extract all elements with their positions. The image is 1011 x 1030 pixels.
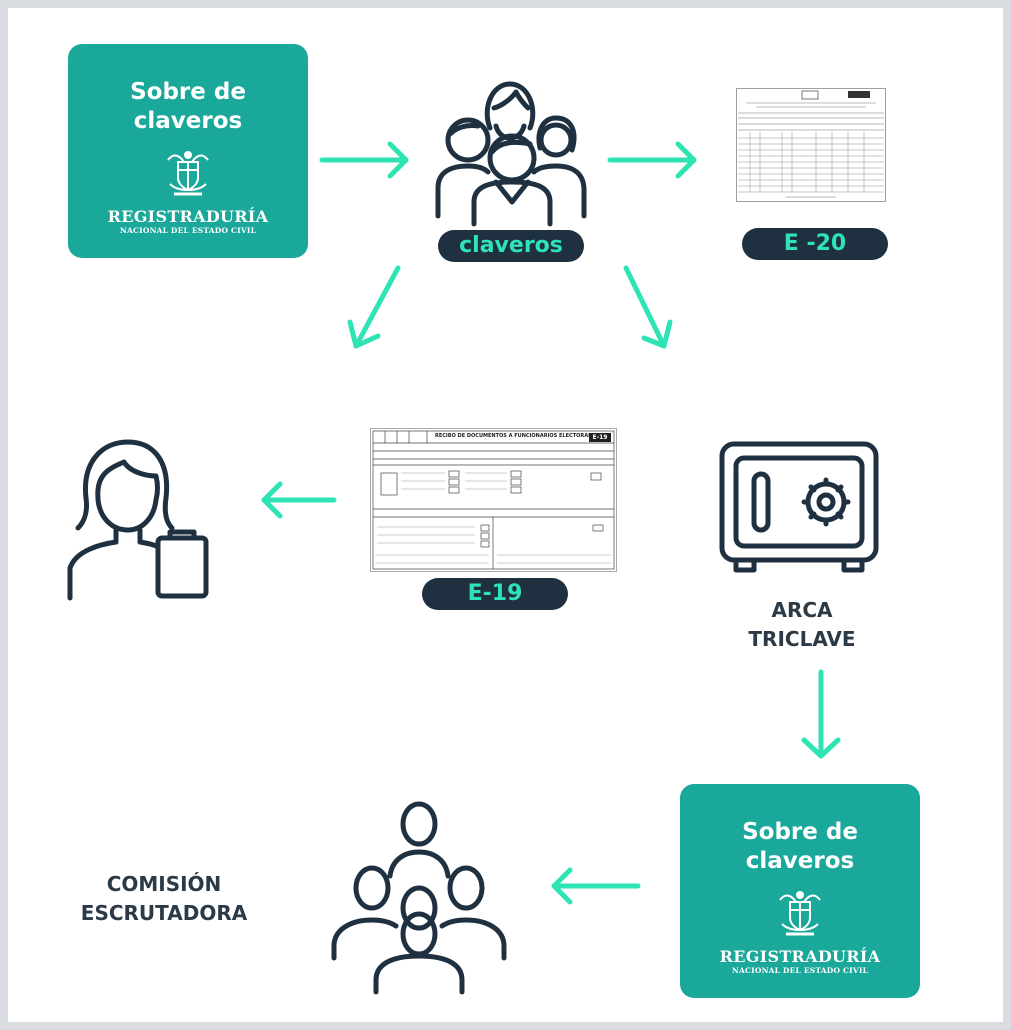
arca-line1: ARCA [771,598,833,622]
arrow-icon [607,141,697,179]
org-subtitle: NACIONAL DEL ESTADO CIVIL [731,966,869,975]
document-icon [736,88,886,202]
e20-pill: E -20 [742,228,888,260]
comision-escrutadora-label: COMISIÓN ESCRUTADORA [64,870,264,928]
arca-line2: TRICLAVE [748,627,856,651]
bottom-envelope-card: Sobre de claveros REGISTRADURÍA NACIONAL… [680,784,920,998]
card-title-line2: claveros [133,108,243,134]
arrow-icon [261,481,337,519]
colombia-shield-icon [779,891,821,936]
card-title-line1: Sobre de [742,819,858,845]
e19-form-heading: RECIBO DE DOCUMENTOS A FUNCIONARIOS ELEC… [435,433,599,439]
e19-form-code: E-19 [592,434,608,441]
comision-line1: COMISIÓN [106,872,222,896]
e20-pill-label: E -20 [783,231,847,256]
safe-icon [719,441,879,573]
org-subtitle: NACIONAL DEL ESTADO CIVIL [119,226,257,235]
arrow-icon [347,265,401,349]
arca-triclave-label: ARCA TRICLAVE [712,596,892,654]
e20-form-document [736,88,886,202]
e19-form-document: RECIBO DE DOCUMENTOS A FUNCIONARIOS ELEC… [370,428,617,572]
top-envelope-card: Sobre de claveros REGISTRADURÍA NACIONAL… [68,44,308,258]
claveros-pill-label: claveros [459,233,563,258]
comision-line2: ESCRUTADORA [80,901,248,925]
group-people-icon [435,81,587,227]
e19-pill: E-19 [422,578,568,610]
woman-clipboard-icon [67,439,209,601]
colombia-shield-icon [167,151,209,196]
arrow-icon [623,265,673,349]
card-title-line1: Sobre de [130,79,246,105]
arrow-icon [551,867,641,905]
org-name: REGISTRADURÍA [719,947,881,966]
claveros-pill: claveros [438,230,584,262]
arrow-icon [801,669,841,759]
document-icon [372,430,615,570]
team-icon [331,801,507,995]
org-name: REGISTRADURÍA [107,207,269,226]
e19-pill-label: E-19 [467,581,523,606]
card-title-line2: claveros [745,848,855,874]
arrow-icon [319,141,409,179]
